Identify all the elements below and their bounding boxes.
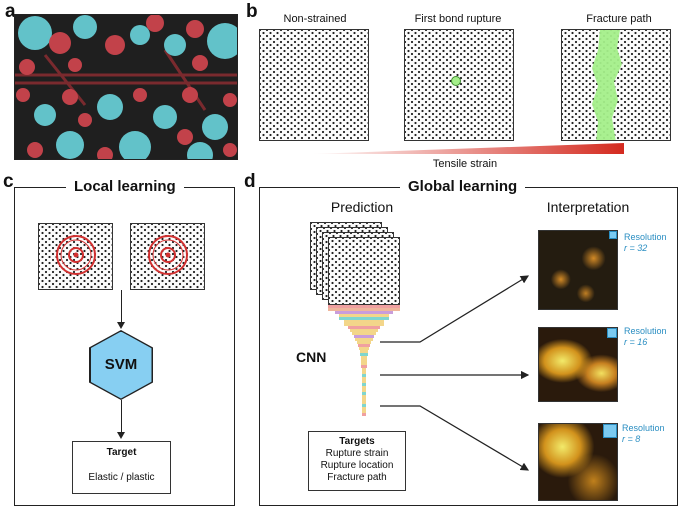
cnn-layer — [344, 320, 384, 323]
cnn-layer — [362, 377, 366, 380]
cnn-layer — [361, 365, 367, 368]
resolution-value-1: r = 32 — [624, 243, 648, 253]
cnn-layer — [350, 329, 378, 332]
targets-box: Targets Rupture strain Rupture location … — [308, 431, 406, 491]
cnn-layer — [360, 350, 368, 353]
interpretation-heading: Interpretation — [546, 199, 630, 215]
cnn-layer — [352, 332, 376, 335]
heatmap-resolution-32 — [538, 230, 618, 310]
cnn-layer — [328, 308, 400, 311]
cnn-layer — [361, 359, 367, 362]
stage-label-first-bond-rupture: First bond rupture — [414, 13, 502, 25]
arrowhead-to-svm — [117, 322, 125, 329]
cnn-layer — [362, 371, 366, 374]
panel-label-c: c — [3, 171, 14, 192]
cnn-layer — [362, 413, 366, 416]
cnn-layer — [362, 410, 366, 413]
cnn-layer — [358, 344, 370, 347]
resolution-label-2: Resolution r = 16 — [624, 326, 667, 348]
target-item-rupture-location: Rupture location — [320, 460, 394, 471]
cnn-layer — [362, 368, 366, 371]
resolution-label-1: Resolution r = 32 — [624, 232, 667, 254]
mesh-first-bond-rupture — [404, 29, 514, 141]
cnn-layer — [362, 407, 366, 410]
cnn-layer — [328, 305, 400, 308]
panel-label-d: d — [244, 171, 256, 192]
tensile-strain-wedge — [310, 143, 624, 154]
resolution-text-2: Resolution — [624, 326, 667, 336]
prediction-heading: Prediction — [330, 199, 394, 215]
resolution-text-3: Resolution — [622, 423, 665, 433]
cnn-layer — [362, 383, 366, 386]
cnn-layer — [362, 395, 366, 398]
cnn-layer — [339, 314, 389, 317]
cnn-layer — [362, 404, 366, 407]
panel-label-b: b — [246, 1, 258, 22]
cnn-layer — [339, 317, 389, 320]
resolution-window-32 — [609, 231, 617, 239]
cnn-layer — [355, 338, 373, 341]
heatmap-resolution-16 — [538, 327, 618, 402]
local-shell-rings-2 — [148, 235, 188, 275]
svm-label: SVM — [104, 356, 138, 373]
cnn-layer — [362, 386, 366, 389]
cnn-layer — [357, 341, 371, 344]
fracture-band — [592, 30, 622, 140]
resolution-value-2: r = 16 — [624, 337, 648, 347]
cnn-layer — [348, 326, 380, 329]
cnn-label: CNN — [296, 349, 327, 365]
resolution-label-3: Resolution r = 8 — [622, 423, 665, 445]
cnn-layer-stack — [328, 305, 400, 416]
local-environment-1 — [38, 223, 113, 290]
cnn-layer — [362, 398, 366, 401]
local-environment-2 — [130, 223, 205, 290]
cnn-layer — [362, 401, 366, 404]
arrow-line-to-svm — [121, 290, 122, 324]
targets-heading: Targets — [339, 436, 375, 447]
cnn-layer — [354, 335, 374, 338]
cnn-layer — [359, 347, 369, 350]
panel-label-a: a — [5, 1, 16, 22]
resolution-text-1: Resolution — [624, 232, 667, 242]
stage-label-fracture-path: Fracture path — [586, 13, 652, 25]
cnn-layer — [344, 323, 384, 326]
cnn-layer — [362, 392, 366, 395]
cnn-layer — [361, 362, 367, 365]
molecular-structure-image — [14, 14, 238, 160]
rupture-site-marker — [451, 76, 461, 86]
heatmap-resolution-8 — [538, 423, 618, 501]
stage-label-non-strained: Non-strained — [283, 13, 347, 25]
local-shell-rings-1 — [56, 235, 96, 275]
resolution-value-3: r = 8 — [622, 434, 641, 444]
target-item-fracture-path: Fracture path — [327, 472, 387, 483]
tensile-strain-label: Tensile strain — [432, 158, 498, 170]
target-value: Elastic / plastic — [88, 472, 155, 483]
cnn-layer — [362, 380, 366, 383]
cnn-layer — [360, 353, 368, 356]
local-learning-title: Local learning — [66, 179, 184, 195]
arrowhead-to-target — [117, 432, 125, 439]
resolution-window-16 — [607, 328, 617, 338]
cnn-layer — [335, 311, 393, 314]
cnn-layer — [362, 374, 366, 377]
arrow-line-to-target — [121, 400, 122, 434]
target-heading: Target — [106, 447, 137, 458]
cnn-layer — [362, 389, 366, 392]
global-learning-title: Global learning — [400, 179, 526, 195]
atomic-model-render — [15, 15, 237, 159]
resolution-window-8 — [603, 424, 617, 438]
target-item-rupture-strain: Rupture strain — [325, 448, 389, 459]
mesh-fracture-path — [561, 29, 671, 141]
input-image-stack-layer-4 — [328, 237, 400, 305]
target-box: Target Elastic / plastic — [72, 441, 171, 494]
cnn-layer — [361, 356, 367, 359]
interpretation-arrows — [380, 275, 530, 471]
mesh-non-strained — [259, 29, 369, 141]
